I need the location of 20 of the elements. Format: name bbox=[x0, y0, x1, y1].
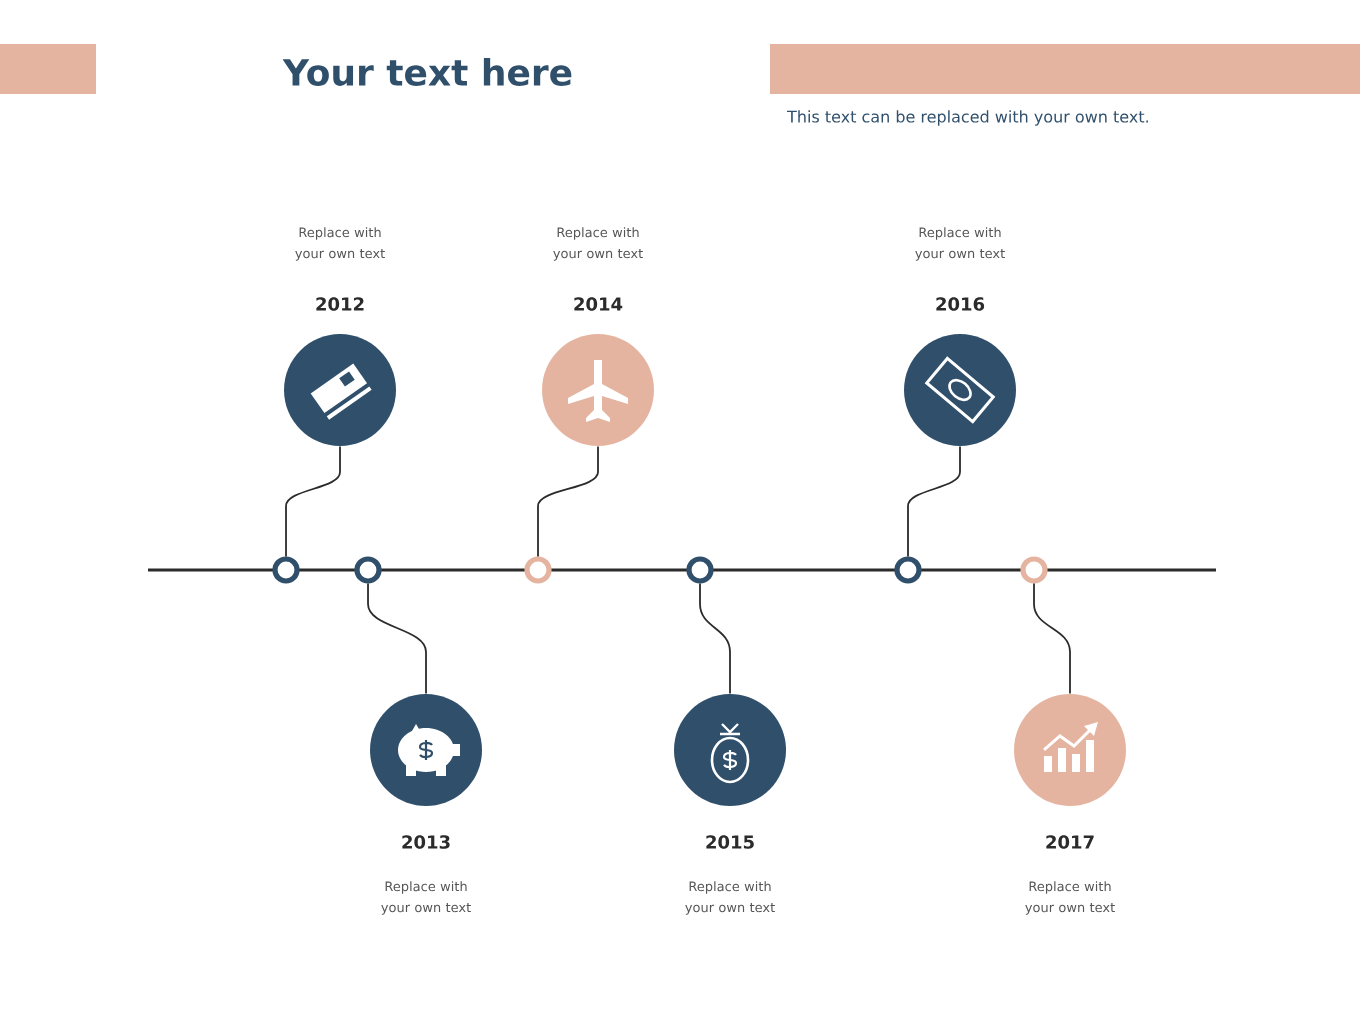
year-label: 2017 bbox=[1046, 835, 1094, 849]
connector-line bbox=[367, 582, 427, 695]
year-label: 2013 bbox=[402, 835, 450, 849]
year-label: 2014 bbox=[574, 297, 623, 311]
subtitle: This text can be replaced with your own text. bbox=[787, 110, 1148, 126]
connector-line bbox=[537, 445, 599, 558]
connector-line bbox=[907, 445, 961, 558]
year-label: 2012 bbox=[316, 297, 364, 311]
title: Your text here bbox=[282, 58, 572, 86]
timeline-marker bbox=[894, 556, 922, 584]
timeline-marker bbox=[1020, 556, 1048, 584]
timeline-marker bbox=[524, 556, 552, 584]
connector-line bbox=[699, 582, 731, 695]
timeline-marker bbox=[686, 556, 714, 584]
timeline-marker bbox=[272, 556, 300, 584]
timeline-marker bbox=[354, 556, 382, 584]
year-label: 2015 bbox=[706, 835, 754, 849]
year-label: 2016 bbox=[936, 297, 985, 311]
connector-line bbox=[1033, 582, 1071, 695]
connector-line bbox=[285, 445, 341, 558]
